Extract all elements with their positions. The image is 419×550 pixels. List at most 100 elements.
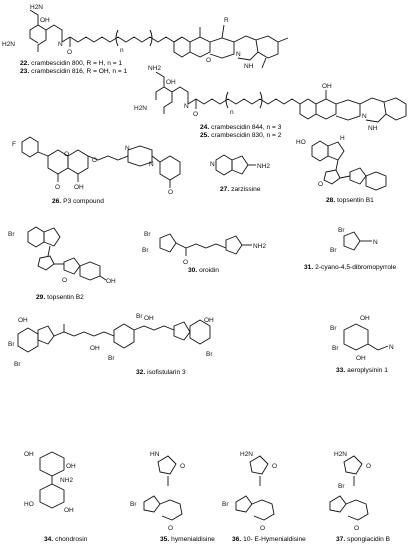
caption-37: 37.spongiacidin B bbox=[336, 536, 391, 543]
atom-br-30b: Br bbox=[142, 247, 149, 254]
atom-o-37b: O bbox=[354, 525, 359, 532]
structure-zarzissine bbox=[215, 154, 256, 176]
atom-br-32c: Br bbox=[108, 355, 115, 362]
atom-br-33b: Br bbox=[332, 345, 339, 352]
structure-topsentin-b1 bbox=[311, 140, 387, 191]
atom-br-30a: Br bbox=[144, 231, 151, 238]
atom-br-32a: Br bbox=[8, 341, 15, 348]
atom-o-ring-22: O bbox=[206, 57, 211, 64]
atom-n-ring-24: N bbox=[362, 113, 367, 120]
atom-nh2-30: NH2 bbox=[253, 243, 266, 250]
structure-2-cyano-dibromopyrrole bbox=[343, 231, 372, 251]
structure-oroidin bbox=[159, 233, 252, 256]
caption-25: 25.crambescidin 830, n = 2 bbox=[200, 132, 282, 139]
caption-22: 22.crambescidin 800, R = H, n = 1 bbox=[20, 60, 123, 67]
atom-br-33a: Br bbox=[330, 325, 337, 332]
caption-31: 31.2-cyano-4,5-dibromopyrrole bbox=[304, 264, 397, 271]
caption-35: 35.hymenialdisine bbox=[160, 536, 215, 543]
caption-34: 34.chondrosin bbox=[44, 536, 88, 543]
atom-o-36: O bbox=[272, 463, 277, 470]
atom-o-ketone-26: O bbox=[55, 184, 60, 191]
structure-10-e-hymenialdisine bbox=[235, 455, 275, 521]
atom-oh-ring-24: OH bbox=[322, 83, 332, 90]
atom-oh-33b: OH bbox=[356, 355, 366, 362]
atom-oh-24: OH bbox=[166, 79, 176, 86]
atom-br-32b: Br bbox=[14, 361, 21, 368]
caption-23: 23.crambescidin 816, R = OH, n = 1 bbox=[20, 68, 128, 75]
atom-oh-32d: OH bbox=[204, 317, 214, 324]
atom-o-37: O bbox=[366, 463, 371, 470]
atom-br-29: Br bbox=[8, 231, 15, 238]
atom-o-29: O bbox=[62, 277, 67, 284]
structure-crambescidin-844 bbox=[155, 71, 407, 123]
atom-oh-34b: OH bbox=[66, 463, 76, 470]
atom-f-26: F bbox=[12, 141, 16, 148]
caption-27: 27.zarzissine bbox=[220, 186, 261, 193]
atom-h2n-24: H2N bbox=[134, 105, 147, 112]
atom-o-28: O bbox=[318, 181, 323, 188]
atom-br-32e: Br bbox=[206, 351, 213, 358]
atom-n-24: N bbox=[184, 103, 189, 110]
atom-br-35: Br bbox=[130, 501, 137, 508]
structure-topsentin-b2 bbox=[27, 226, 107, 281]
atom-br-36: Br bbox=[222, 501, 229, 508]
atom-nh-22: NH bbox=[244, 63, 254, 70]
structure-aeroplysinin-1 bbox=[343, 323, 389, 351]
structure-spongiacidin-b bbox=[329, 455, 369, 521]
caption-24: 24.crambescidin 844, n = 3 bbox=[200, 124, 282, 131]
atom-oh-32c: OH bbox=[144, 315, 154, 322]
structure-chondrosin bbox=[39, 451, 65, 509]
atom-n-33: N bbox=[389, 344, 394, 351]
atom-o-ether-26: O bbox=[92, 157, 97, 164]
atom-n-pip-26: N bbox=[125, 145, 130, 152]
caption-33: 33.aeroplysinin 1 bbox=[336, 367, 388, 374]
atom-oh-32a: OH bbox=[18, 317, 28, 324]
atom-br-31a: Br bbox=[338, 227, 345, 234]
atom-ho-28: HO bbox=[296, 139, 306, 146]
caption-28: 28.topsentin B1 bbox=[326, 197, 374, 204]
atom-n-pip2-26: N bbox=[149, 161, 154, 168]
atom-n-22: N bbox=[58, 41, 63, 48]
atom-o-35: O bbox=[180, 463, 185, 470]
atom-oh-33a: OH bbox=[360, 315, 370, 322]
atom-n-31: N bbox=[373, 239, 378, 246]
atom-sub-n-22: n bbox=[120, 47, 124, 54]
atom-oh-26: OH bbox=[74, 184, 84, 191]
atom-o-35b: O bbox=[168, 525, 173, 532]
atom-br-32d: Br bbox=[136, 313, 143, 320]
caption-30: 30.oroidin bbox=[188, 267, 219, 274]
atom-ome-26: O bbox=[168, 189, 173, 196]
structure-isofistularin-3 bbox=[17, 319, 211, 353]
atom-o-26: O bbox=[64, 151, 69, 158]
caption-29: 29.topsentin B2 bbox=[36, 294, 84, 301]
atom-oh-34a: OH bbox=[24, 451, 34, 458]
atom-nh-ring-24: NH bbox=[368, 125, 378, 132]
atom-sub-n-24: n bbox=[230, 109, 234, 116]
structure-p3-compound bbox=[21, 136, 181, 188]
atom-n-plus-22: N bbox=[236, 51, 241, 58]
atom-nh2-22: H2N bbox=[30, 4, 43, 11]
atom-h2n-22: H2N bbox=[2, 41, 15, 48]
atom-nh-28: H bbox=[340, 135, 345, 142]
atom-o-36b: O bbox=[260, 525, 265, 532]
atom-oh-32b: OH bbox=[90, 345, 100, 352]
atom-oh-34c: OH bbox=[64, 507, 74, 514]
caption-32: 32.isofistularin 3 bbox=[136, 369, 186, 376]
atom-nh2-34: NH2 bbox=[60, 477, 73, 484]
atom-hn-35: HN bbox=[150, 451, 160, 458]
structure-hymenialdisine bbox=[143, 455, 183, 521]
atom-oh-22: OH bbox=[40, 17, 50, 24]
structure-crambescidin-800 bbox=[29, 9, 289, 69]
atom-oh-29: OH bbox=[106, 278, 116, 285]
atom-nh2-27: NH2 bbox=[257, 163, 270, 170]
atom-ho-34: HO bbox=[24, 501, 34, 508]
atom-br-37: Br bbox=[338, 483, 345, 490]
caption-26: 26.P3 compound bbox=[52, 198, 104, 205]
atom-h2n-36: H2N bbox=[240, 451, 253, 458]
atom-o-22: O bbox=[67, 49, 72, 56]
atom-nh2-24: NH2 bbox=[148, 65, 161, 72]
atom-h2n-37: H2N bbox=[334, 451, 347, 458]
caption-36: 36.10- E-Hymenialdisine bbox=[232, 536, 306, 543]
